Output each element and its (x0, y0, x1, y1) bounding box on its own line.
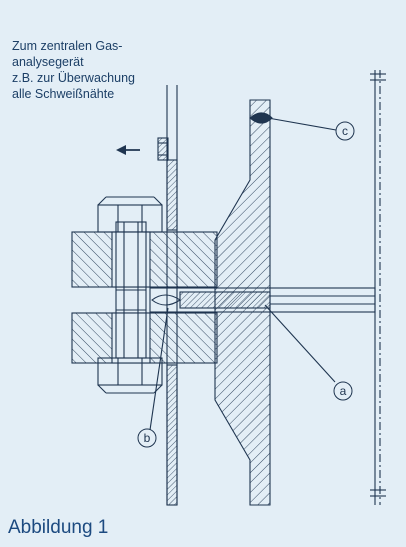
callout-label-c: c (342, 124, 348, 138)
lower-flange (71, 312, 218, 364)
note-line-3: z.B. zur Überwachung (12, 71, 135, 85)
callout-label-a: a (340, 384, 347, 398)
note-line-4: alle Schweißnähte (12, 87, 115, 101)
callout-circle-b (137, 428, 157, 448)
note-line-1: Zum zentralen Gas- (12, 39, 123, 53)
figure-caption: Abbildung 1 (8, 517, 109, 538)
callout-circle-c (335, 121, 355, 141)
top-nut (97, 196, 163, 233)
note-line-2: analysegerät (12, 55, 84, 69)
gasket (149, 287, 376, 313)
weld-seam (249, 112, 273, 124)
callout-label-b: b (144, 431, 151, 445)
gas-outlet-nozzle (157, 137, 169, 161)
callout-circle-a (333, 381, 353, 401)
leader-line-c (267, 117, 337, 131)
gas-analyzer-note: Zum zentralen Gas- analysegerät z.B. zur… (12, 38, 187, 102)
leader-line-b (149, 307, 169, 431)
gas-flow-arrow (116, 145, 140, 155)
leader-line-a (264, 304, 336, 383)
upper-flange (71, 231, 218, 288)
